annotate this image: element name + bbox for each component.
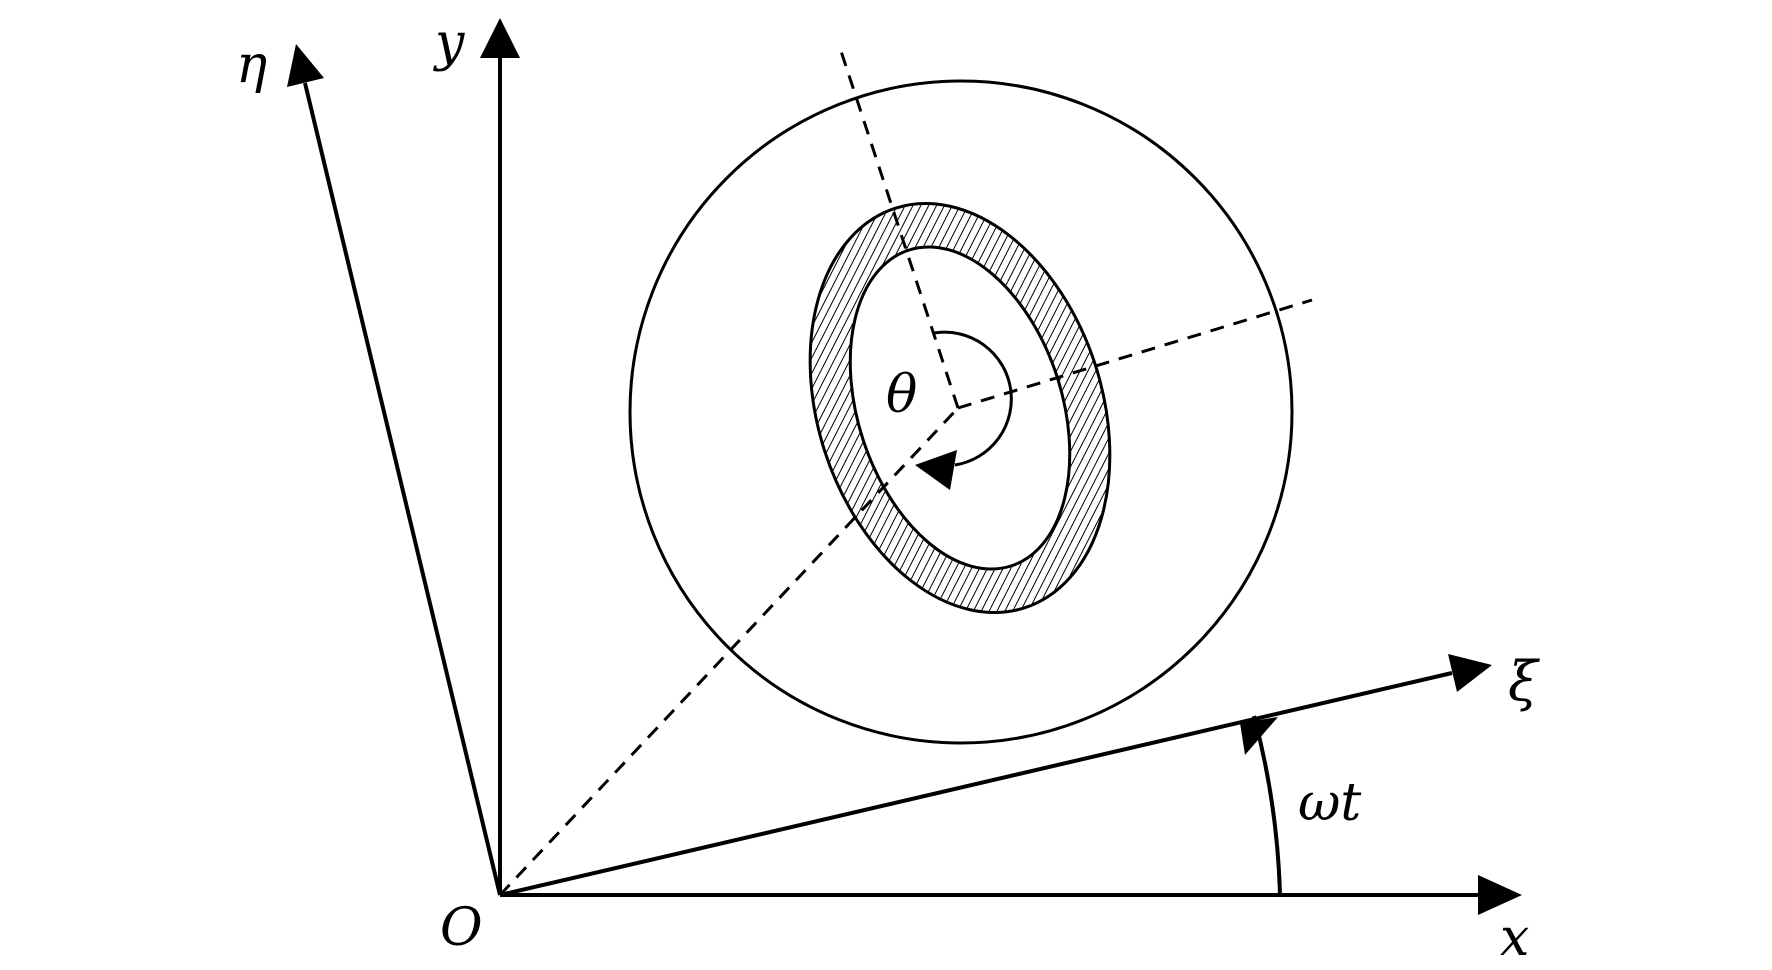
theta-label: θ xyxy=(886,365,917,425)
theta-arc xyxy=(933,330,1013,467)
eta-axis-arrowhead xyxy=(287,44,324,87)
x-axis-label: x xyxy=(1500,908,1529,968)
eta-axis-label: η xyxy=(236,35,267,95)
y-axis-label: y xyxy=(433,13,465,73)
omega-t-arrowhead xyxy=(1240,717,1278,755)
xi-axis-label: ξ xyxy=(1508,650,1540,713)
eta-axis-line xyxy=(303,82,502,896)
omega-t-arc xyxy=(1252,715,1282,896)
dashed-major-axis-line xyxy=(838,47,960,409)
x-axis-arrowhead xyxy=(1478,875,1522,915)
origin-label: O xyxy=(440,898,483,958)
ring-outer-edge xyxy=(808,202,1112,614)
hatched-elliptical-ring xyxy=(810,203,1110,613)
xi-axis-line xyxy=(499,671,1453,897)
dashed-minor-axis-line xyxy=(957,298,1313,410)
outer-disk-circle xyxy=(628,79,1294,745)
dashed-radius-line xyxy=(498,406,960,897)
y-axis-arrowhead xyxy=(480,18,520,58)
omega-t-label: ωt xyxy=(1298,773,1361,833)
theta-arrowhead xyxy=(915,450,957,490)
xi-axis-arrowhead xyxy=(1448,654,1492,692)
